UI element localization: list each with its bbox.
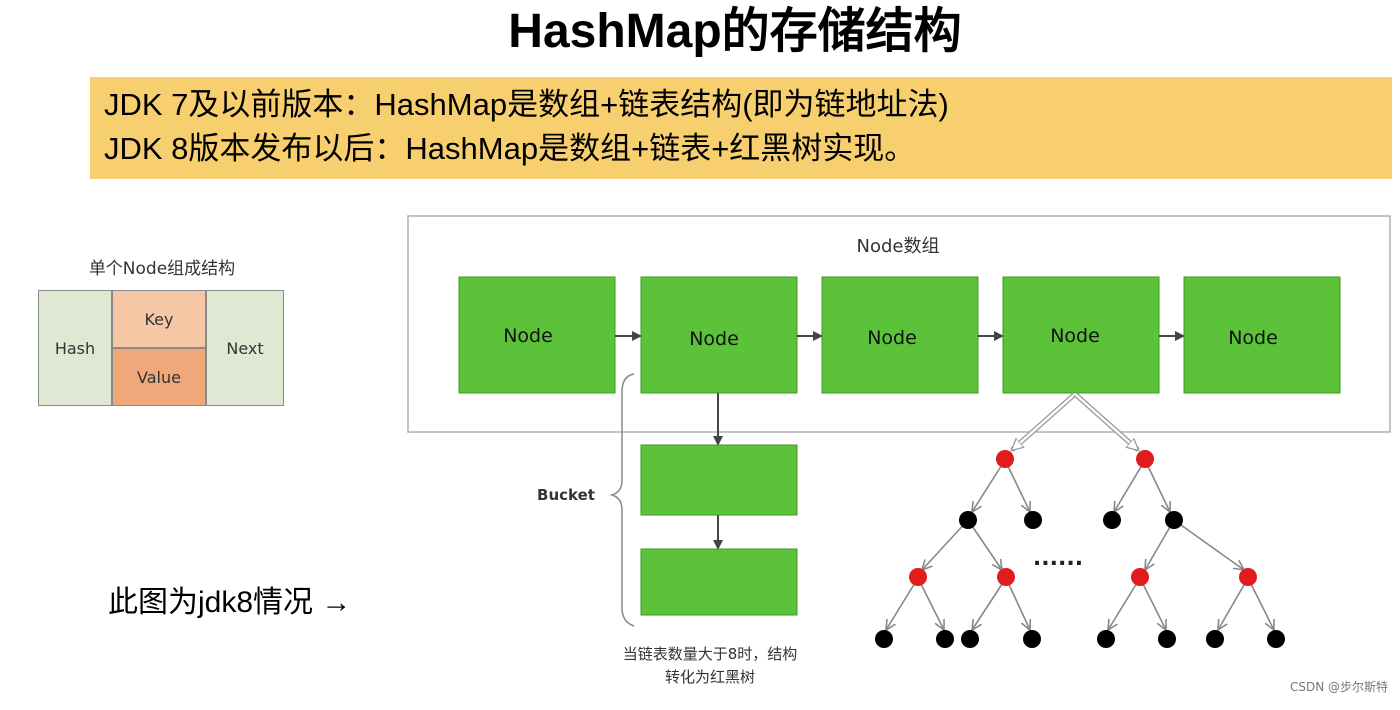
bucket-node-1 bbox=[640, 444, 798, 516]
node-field-next: Next bbox=[206, 290, 284, 406]
red-tree-nodes bbox=[909, 450, 1257, 586]
page-title: HashMap的存储结构 bbox=[508, 5, 962, 58]
array-node-5: Node bbox=[1183, 276, 1341, 394]
version-banner: JDK 7及以前版本：HashMap是数组+链表结构(即为链地址法) JDK 8… bbox=[90, 77, 1392, 179]
banner-line-jdk7: JDK 7及以前版本：HashMap是数组+链表结构(即为链地址法) bbox=[104, 87, 949, 122]
bucket-brace bbox=[609, 373, 635, 627]
array-node-2-label: Node bbox=[689, 328, 739, 350]
bucket-label: Bucket bbox=[537, 486, 595, 504]
node-structure-title: 单个Node组成结构 bbox=[88, 259, 236, 279]
array-node-5-label: Node bbox=[1228, 327, 1278, 349]
array-node-3-label: Node bbox=[867, 327, 917, 349]
watermark: CSDN @步尔斯特 bbox=[1289, 680, 1388, 694]
node-array-label: Node数组 bbox=[857, 236, 940, 257]
banner-line-jdk8: JDK 8版本发布以后：HashMap是数组+链表+红黑树实现。 bbox=[104, 131, 916, 166]
node-field-value: Value bbox=[112, 348, 206, 406]
black-tree-nodes bbox=[875, 511, 1285, 648]
node-field-hash: Hash bbox=[38, 290, 112, 406]
node-field-key: Key bbox=[112, 290, 206, 348]
array-node-4-label: Node bbox=[1050, 325, 1100, 347]
bucket-caption-line1: 当链表数量大于8时，结构 bbox=[623, 645, 798, 663]
tree-edges bbox=[886, 459, 1274, 630]
array-node-1: Node bbox=[458, 276, 616, 394]
array-node-4: Node bbox=[1002, 276, 1160, 394]
node-structure-diagram: Hash Key Value Next bbox=[38, 290, 284, 406]
array-node-2: Node bbox=[640, 276, 798, 394]
array-node-1-label: Node bbox=[503, 325, 553, 347]
tree-ellipsis: ...... bbox=[1033, 546, 1083, 571]
bucket-node-2 bbox=[640, 548, 798, 616]
bucket-caption-line2: 转化为红黑树 bbox=[665, 668, 755, 686]
jdk8-note: 此图为jdk8情况 → bbox=[108, 586, 352, 619]
array-node-3: Node bbox=[821, 276, 979, 394]
